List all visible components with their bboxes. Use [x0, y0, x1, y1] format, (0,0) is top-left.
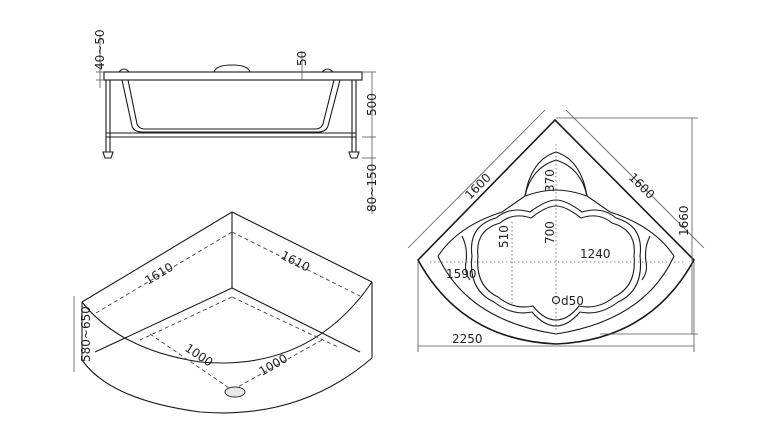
top-seat-label: 370: [543, 169, 557, 192]
side-tub-body: [121, 79, 341, 133]
side-legs-label: 80~150: [365, 164, 379, 212]
iso-dim-d: [231, 296, 339, 348]
top-edge-dim-left: [407, 109, 546, 249]
iso-dim-c: [139, 296, 233, 341]
side-rim-label: 40~50: [93, 29, 107, 70]
top-edge-dim-right: [565, 109, 705, 249]
iso-inner-a-label: 1000: [182, 341, 215, 370]
iso-dim-a: [95, 231, 233, 314]
top-width-label: 1590: [446, 267, 477, 281]
top-basin-inner: [477, 205, 635, 321]
iso-inner-b-label: 1000: [257, 351, 290, 378]
iso-front-curve-top: [81, 281, 373, 364]
iso-dim-b: [231, 231, 361, 297]
iso-top-face: [81, 211, 373, 303]
top-view: 1600 1600 370 700 510 1240 1590 d50 1660…: [407, 109, 705, 352]
side-foot-right: [348, 151, 360, 159]
side-tub-inner: [127, 79, 335, 130]
iso-dim-f: [235, 339, 323, 389]
top-drain-icon: [551, 295, 561, 305]
iso-floor-right: [231, 287, 361, 353]
side-rim-step-label: 50: [295, 51, 309, 66]
side-handle-center: [213, 64, 251, 73]
iso-floor-left: [94, 287, 233, 353]
side-depth-label: 500: [365, 93, 379, 116]
iso-drain-icon: [224, 386, 246, 398]
top-outline: [417, 118, 695, 345]
top-handle-right: [641, 235, 651, 281]
top-inner-depth-label: 700: [543, 221, 557, 244]
top-basin: [470, 199, 642, 327]
iso-front-curve: [81, 357, 373, 414]
iso-side-a-label: 1610: [142, 260, 175, 288]
side-handle-right: [321, 68, 334, 73]
iso-dim-e: [149, 333, 233, 391]
iso-view: 1610 1610 1000 1000 580~650: [73, 211, 373, 414]
side-view: 40~50 50 500 80~150: [93, 29, 379, 214]
top-height-label: 1660: [677, 205, 691, 236]
top-seat-depth-label: 510: [497, 225, 511, 248]
top-inner-width-label: 1240: [580, 247, 611, 261]
side-rim: [103, 71, 363, 81]
iso-side-b-label: 1610: [279, 248, 313, 274]
top-drain-label: d50: [561, 294, 584, 308]
top-overall-label: 2250: [452, 332, 483, 346]
iso-height-label: 580~650: [79, 306, 93, 362]
side-foot-left: [102, 151, 114, 159]
top-seat: [524, 159, 588, 197]
side-handle-left: [118, 68, 130, 73]
